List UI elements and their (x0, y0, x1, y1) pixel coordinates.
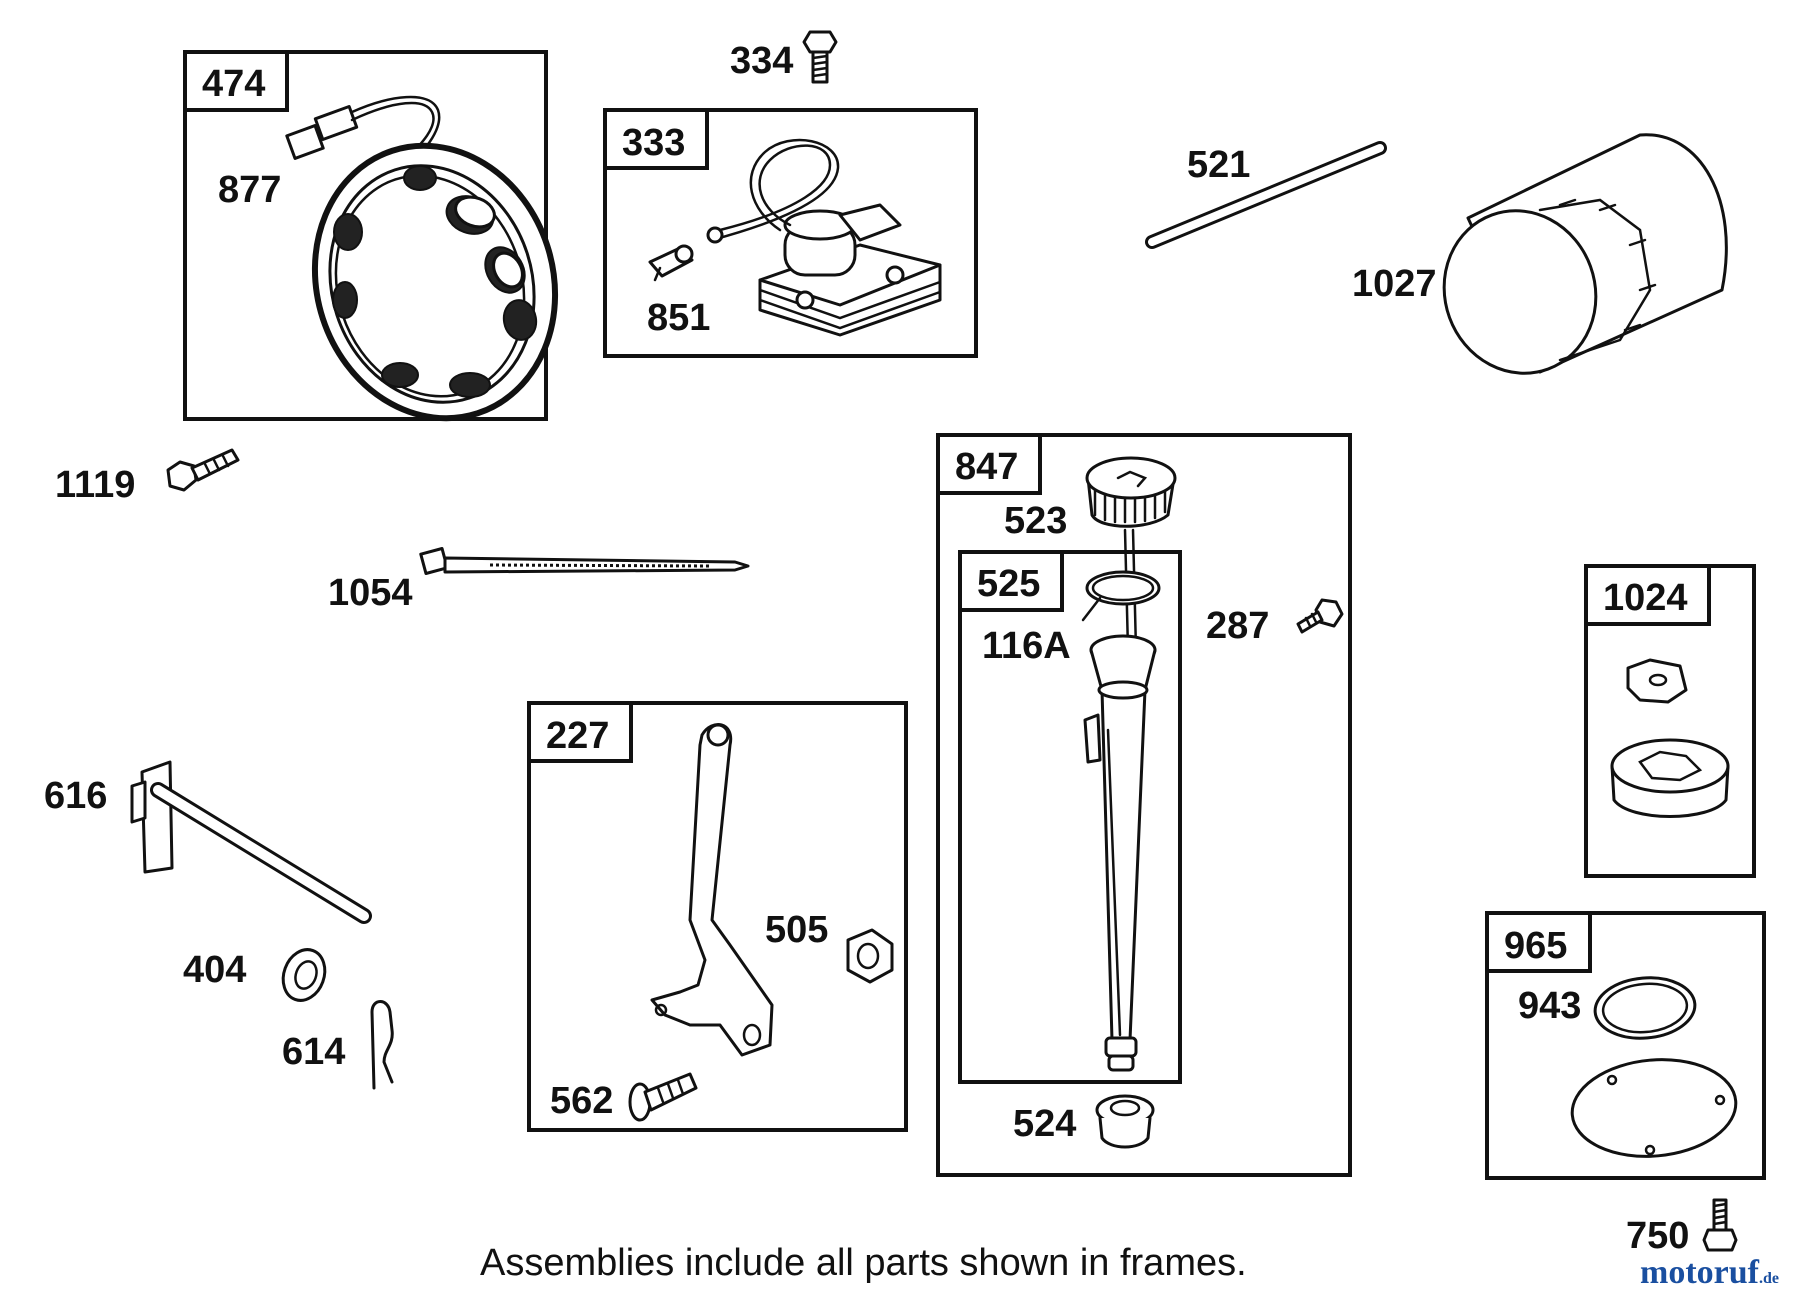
shaft-616-icon (130, 760, 372, 924)
label-877: 877 (218, 169, 281, 211)
o-ring-116A-icon (1081, 570, 1161, 622)
frame-847: 847 (936, 433, 1352, 1177)
label-616: 616 (44, 775, 107, 817)
grommet-524-icon (1095, 1094, 1155, 1149)
gasket-943-icon (1593, 976, 1697, 1040)
label-1054: 1054 (328, 572, 413, 614)
watermark-text: motoruf (1640, 1254, 1760, 1291)
frame-525-label: 525 (977, 563, 1040, 605)
frame-227-label: 227 (546, 715, 609, 757)
label-1027: 1027 (1352, 263, 1437, 305)
screw-334-icon (802, 30, 838, 84)
watermark-suffix: .de (1759, 1270, 1779, 1287)
oil-filter-1027-icon (1442, 133, 1728, 375)
label-521: 521 (1187, 144, 1250, 186)
cover-plate-icon (1570, 1058, 1738, 1158)
stator-icon (285, 95, 559, 422)
dipstick-tube-icon (1083, 634, 1157, 1072)
cable-tie-1054-icon (419, 546, 750, 576)
screw-750-icon (1702, 1198, 1738, 1252)
footer-note: Assemblies include all parts shown in fr… (480, 1242, 1247, 1284)
frame-525: 525 (958, 550, 1182, 1084)
frame-333: 333 (603, 108, 978, 358)
frame-474-label: 474 (202, 63, 265, 105)
oil-pump-rotor-icon (1610, 658, 1730, 818)
tube-521-icon (1145, 141, 1387, 249)
label-562: 562 (550, 1080, 613, 1122)
frame-333-label: 333 (622, 122, 685, 164)
frame-847-label: 847 (955, 446, 1018, 488)
screw-562-icon (628, 1072, 698, 1122)
label-505: 505 (765, 909, 828, 951)
label-116A: 116A (982, 625, 1071, 667)
dipstick-cap-523-icon (1085, 456, 1177, 652)
ignition-armature-icon (706, 138, 942, 337)
screw-287-icon (1296, 598, 1344, 634)
wire-clip-851-icon (648, 244, 694, 282)
watermark-logo: motoruf.de (1640, 1254, 1779, 1291)
label-614: 614 (282, 1031, 345, 1073)
label-523: 523 (1004, 500, 1067, 542)
label-943: 943 (1518, 985, 1581, 1027)
frame-965-label: 965 (1504, 925, 1567, 967)
frame-227: 227 (527, 701, 908, 1132)
label-1119: 1119 (55, 464, 135, 506)
throttle-lever-icon (650, 723, 774, 1057)
nut-505-icon (846, 928, 894, 984)
label-287: 287 (1206, 605, 1269, 647)
svg-text:motoruf.de: motoruf.de (1640, 1254, 1779, 1291)
label-404: 404 (183, 949, 246, 991)
hair-pin-614-icon (370, 1000, 394, 1090)
label-851: 851 (647, 297, 710, 339)
frame-1024: 1024 (1584, 564, 1756, 878)
label-750: 750 (1626, 1215, 1689, 1257)
label-334: 334 (730, 40, 793, 82)
frame-474: 474 (183, 50, 548, 421)
bolt-1119-icon (166, 448, 240, 492)
washer-404-icon (281, 948, 327, 1002)
label-524: 524 (1013, 1103, 1076, 1145)
frame-1024-label: 1024 (1603, 577, 1688, 619)
frame-965: 965 (1485, 911, 1766, 1180)
